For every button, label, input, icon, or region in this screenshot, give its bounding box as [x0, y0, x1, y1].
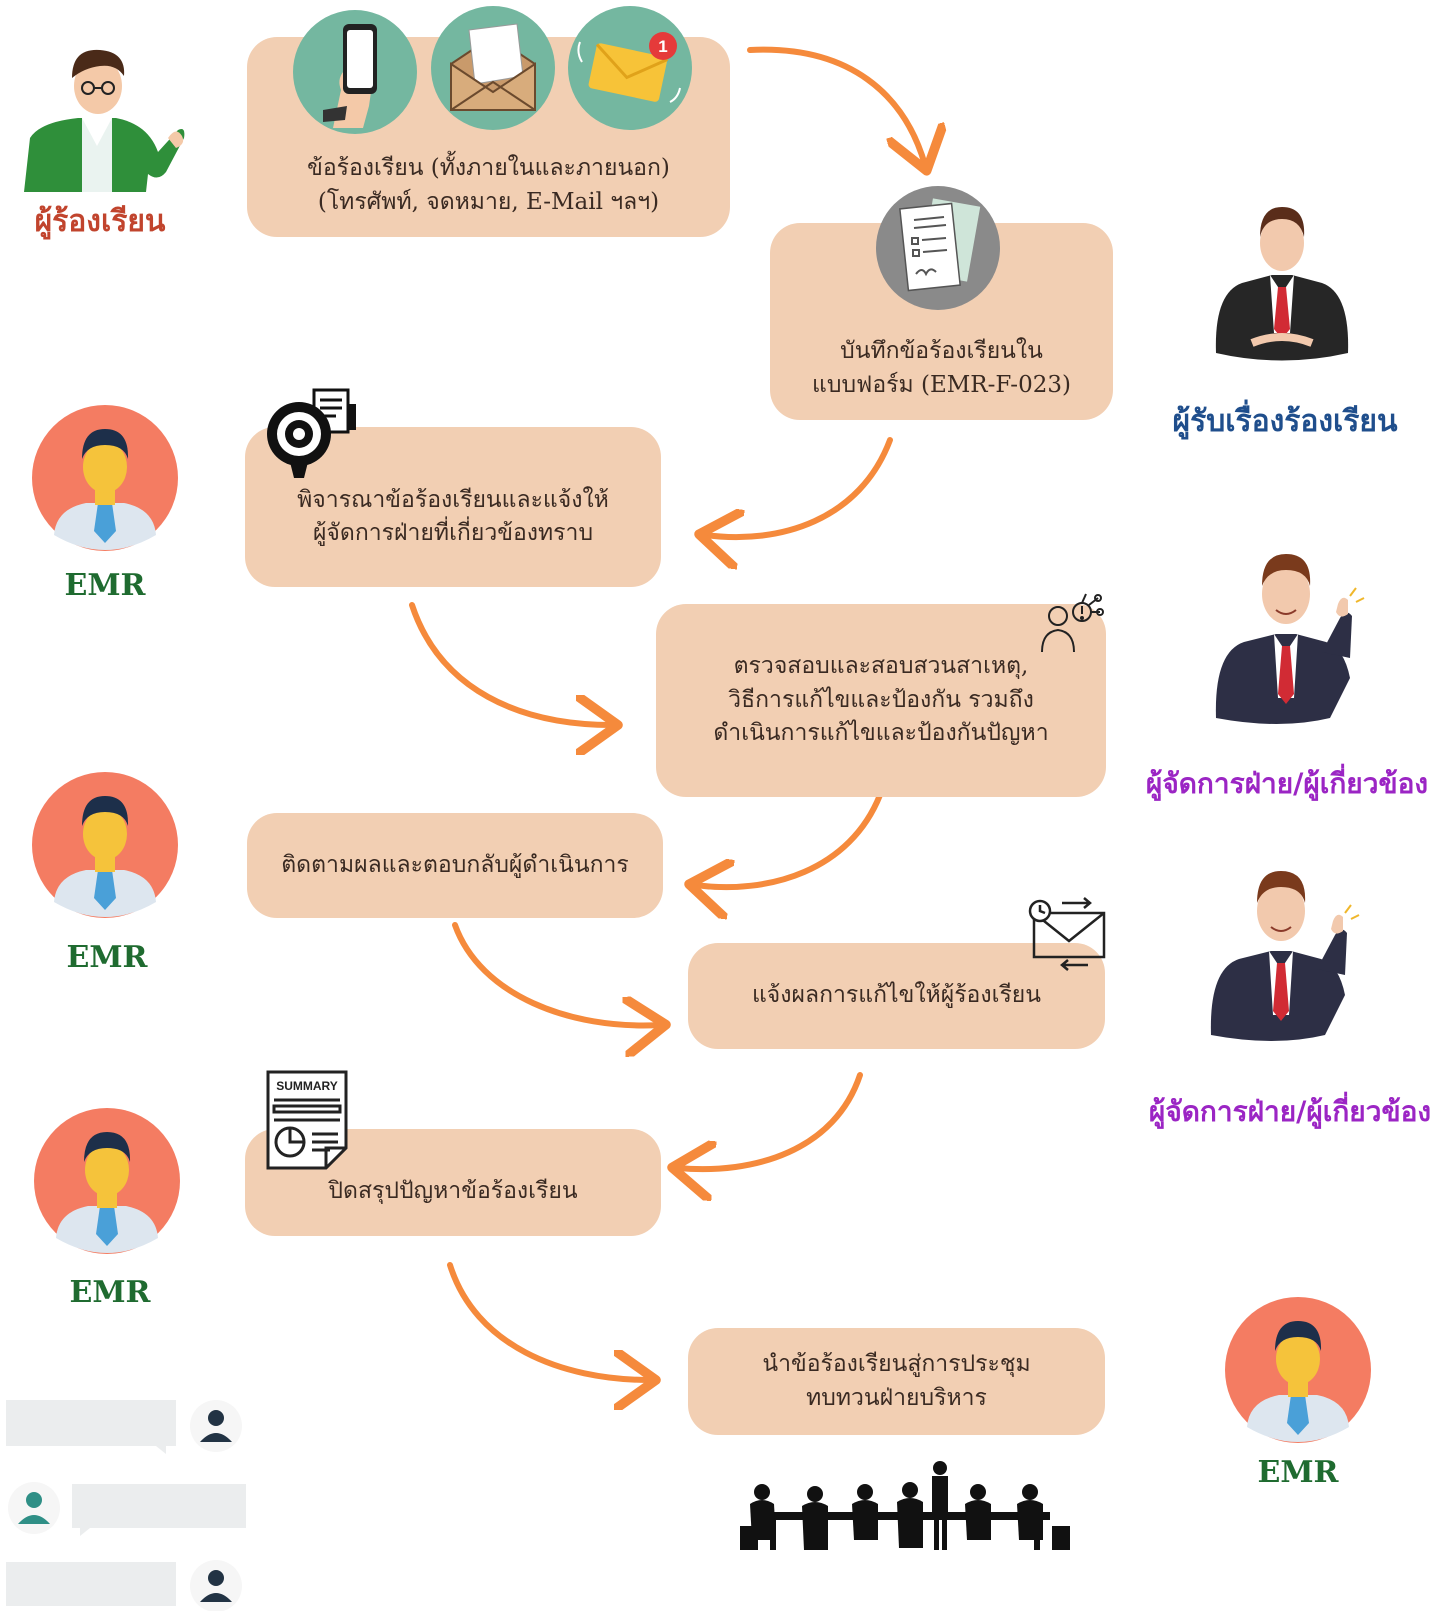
complainant-illustration	[24, 49, 185, 192]
email-exchange-icon	[1028, 897, 1106, 971]
step-4-line-1: ตรวจสอบและสอบสวนสาเหตุ,	[733, 653, 1029, 680]
investigation-icon	[1041, 593, 1104, 653]
phone-in-hand-icon	[293, 10, 417, 134]
summary-label: SUMMARY	[276, 1079, 338, 1093]
emr-label-4: EMR	[1257, 1455, 1339, 1490]
mail-badge-count: 1	[658, 37, 667, 56]
arrow-5-to-6	[452, 922, 660, 1025]
step-6-line-1: แจ้งผลการแก้ไขให้ผู้ร้องเรียน	[751, 982, 1042, 1009]
step-5-line-1: ติดตามผลและตอบกลับผู้ดำเนินการ	[281, 851, 629, 878]
form-document-icon	[876, 186, 1000, 310]
arrow-7-to-8	[447, 1262, 650, 1380]
step-8-line-2: ทบทวนฝ่ายบริหาร	[806, 1384, 987, 1411]
emr-label-2: EMR	[66, 940, 148, 975]
arrow-6-to-7	[678, 1072, 863, 1169]
step-4-box: ตรวจสอบและสอบสวนสาเหตุ, วิธีการแก้ไขและป…	[656, 604, 1106, 797]
complaint-receiver-label: ผู้รับเรื่องร้องเรียน	[1172, 404, 1398, 439]
arrow-2-to-3	[705, 437, 893, 537]
step-2-box: บันทึกข้อร้องเรียนใน แบบฟอร์ม (EMR-F-023…	[770, 223, 1113, 420]
step-5-box: ติดตามผลและตอบกลับผู้ดำเนินการ	[247, 813, 663, 918]
step-4-line-2: วิธีการแก้ไขและป้องกัน รวมถึง	[728, 686, 1034, 713]
complainant-label: ผู้ร้องเรียน	[34, 204, 166, 239]
complaint-receiver-illustration	[1215, 207, 1349, 361]
arrow-3-to-4	[409, 602, 612, 725]
department-manager-label-2: ผู้จัดการฝ่าย/ผู้เกี่ยวข้อง	[1148, 1095, 1432, 1128]
step-2-line-2: แบบฟอร์ม (EMR-F-023)	[812, 371, 1071, 398]
gear-document-icon	[267, 388, 356, 478]
emr-label-1: EMR	[64, 568, 146, 603]
department-manager-illustration-1	[1215, 554, 1365, 724]
meeting-silhouette-icon	[740, 1461, 1070, 1550]
summary-report-icon: SUMMARY	[266, 1070, 348, 1170]
email-notification-icon: 1	[568, 6, 692, 130]
step-4-line-3: ดำเนินการแก้ไขและป้องกันปัญหา	[713, 720, 1049, 747]
emr-avatar-4	[1225, 1297, 1371, 1443]
arrow-1-to-2	[747, 46, 925, 165]
step-1-line-2: (โทรศัพท์, จดหมาย, E-Mail ฯลฯ)	[317, 188, 660, 215]
step-8-line-1: นำข้อร้องเรียนสู่การประชุม	[762, 1351, 1031, 1378]
step-7-line-1: ปิดสรุปปัญหาข้อร้องเรียน	[328, 1177, 578, 1204]
emr-label-3: EMR	[69, 1275, 151, 1310]
step-3-line-2: ผู้จัดการฝ่ายที่เกี่ยวข้องทราบ	[312, 520, 594, 546]
emr-avatar-2	[32, 772, 178, 918]
step-8-box: นำข้อร้องเรียนสู่การประชุม ทบทวนฝ่ายบริห…	[688, 1328, 1105, 1435]
department-manager-label-1: ผู้จัดการฝ่าย/ผู้เกี่ยวข้อง	[1145, 767, 1429, 800]
department-manager-illustration-2	[1210, 871, 1360, 1041]
step-6-box: แจ้งผลการแก้ไขให้ผู้ร้องเรียน	[688, 943, 1105, 1049]
arrow-4-to-5	[695, 792, 883, 887]
step-2-line-1: บันทึกข้อร้องเรียนใน	[840, 338, 1043, 365]
step-1-line-1: ข้อร้องเรียน (ทั้งภายในและภายนอก)	[307, 155, 670, 182]
emr-avatar-1	[32, 405, 178, 551]
open-envelope-icon	[431, 6, 555, 130]
step-3-line-1: พิจารณาข้อร้องเรียนและแจ้งให้	[297, 486, 609, 513]
emr-avatar-3	[34, 1108, 180, 1254]
chat-bubbles-icon	[6, 1400, 246, 1611]
